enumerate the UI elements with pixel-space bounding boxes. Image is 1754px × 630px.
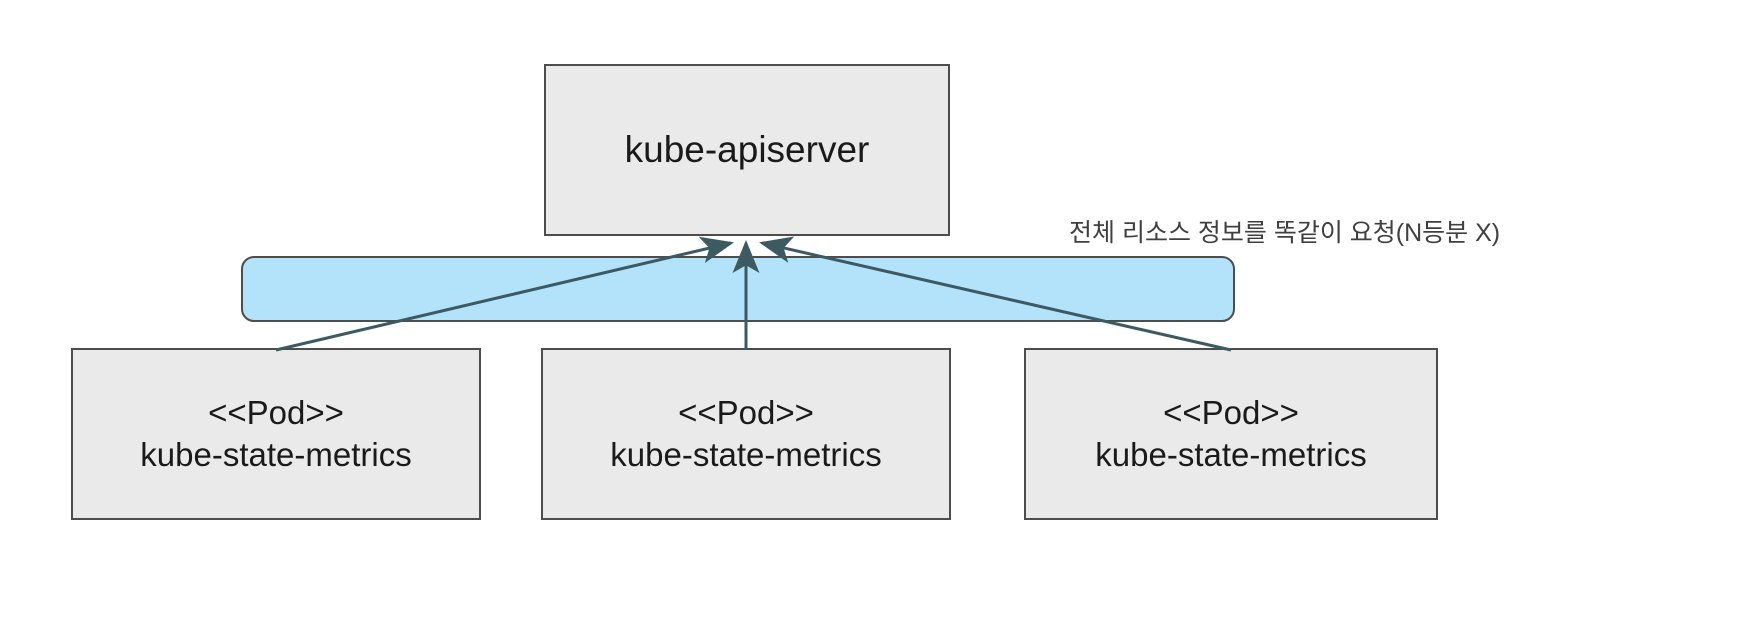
pod-3-stereotype: <<Pod>> <box>1163 393 1299 431</box>
annotation-text: 전체 리소스 정보를 똑같이 요청(N등분 X) <box>1069 219 1501 247</box>
node-pod-kube-state-metrics-3[interactable]: <<Pod>> kube-state-metrics <box>1024 348 1438 520</box>
shared-request-bar[interactable] <box>241 256 1235 322</box>
pod-2-stereotype: <<Pod>> <box>678 393 814 431</box>
pod-3-name: kube-state-metrics <box>1095 436 1367 473</box>
node-pod-kube-state-metrics-1[interactable]: <<Pod>> kube-state-metrics <box>71 348 481 520</box>
pod-1-stereotype: <<Pod>> <box>208 393 344 431</box>
node-pod-kube-state-metrics-2[interactable]: <<Pod>> kube-state-metrics <box>541 348 951 520</box>
node-kube-apiserver[interactable]: kube-apiserver <box>544 64 950 236</box>
pod-1-name: kube-state-metrics <box>140 436 412 473</box>
node-kube-apiserver-label: kube-apiserver <box>624 129 870 171</box>
pod-2-name: kube-state-metrics <box>610 436 882 473</box>
